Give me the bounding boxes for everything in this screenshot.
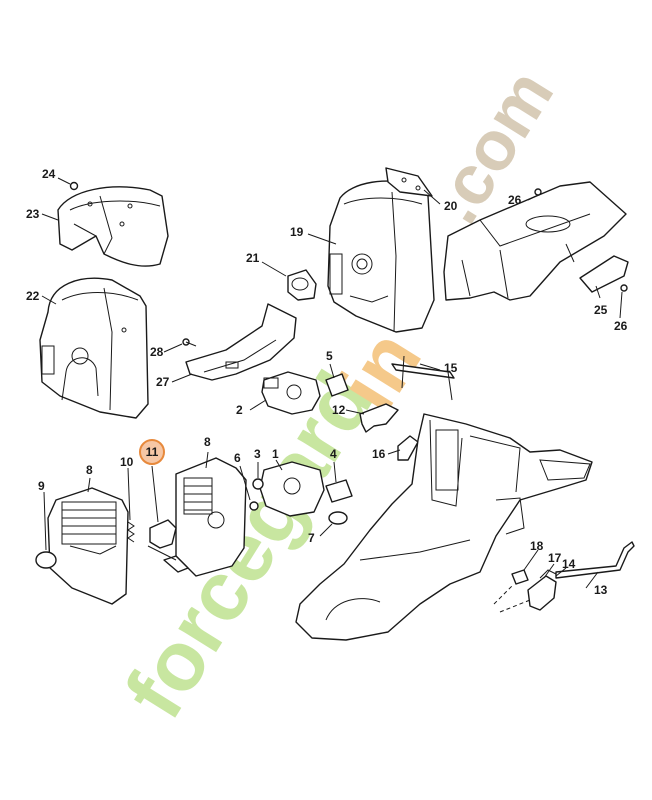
callout-23: 23 bbox=[26, 207, 40, 221]
part-5-sleeve bbox=[325, 373, 349, 397]
part-1-carburetor bbox=[259, 461, 325, 517]
callout-2: 2 bbox=[236, 403, 243, 417]
callout-25: 25 bbox=[594, 303, 608, 317]
callout-5: 5 bbox=[326, 349, 333, 363]
part-housing bbox=[295, 413, 593, 641]
leader-lines bbox=[41, 177, 623, 589]
part-27-baffle bbox=[185, 303, 297, 381]
part-15-trigger bbox=[527, 575, 557, 611]
callout-16: 18 bbox=[530, 539, 544, 553]
part-14-spring bbox=[539, 569, 557, 579]
callout-24: 24 bbox=[42, 167, 56, 181]
callout-28: 28 bbox=[150, 345, 164, 359]
part-24-screw bbox=[69, 181, 79, 191]
callout-18: 16 bbox=[372, 447, 386, 461]
part-17-rod bbox=[391, 355, 455, 401]
callout-22: 22 bbox=[26, 289, 40, 303]
callout-7: 6 bbox=[234, 451, 241, 465]
callout-17: 15 bbox=[444, 361, 458, 375]
assembly-line-16 bbox=[493, 585, 513, 605]
part-handle-top bbox=[443, 181, 627, 301]
part-7-washer bbox=[249, 501, 259, 511]
part-22-cylinder-shroud bbox=[39, 277, 149, 419]
part-9-knob bbox=[35, 551, 57, 569]
part-2-carburetor bbox=[261, 371, 321, 415]
part-3-oring bbox=[252, 478, 264, 490]
watermark: forcegard bbox=[107, 356, 392, 734]
part-4-sleeve bbox=[325, 479, 353, 503]
part-11-choke-lever bbox=[147, 519, 189, 573]
part-26-screws bbox=[534, 188, 628, 292]
part-18-catch bbox=[397, 435, 419, 461]
part-23-top-shroud bbox=[57, 186, 169, 267]
part-13-rod bbox=[555, 541, 635, 579]
part-12-lever bbox=[359, 403, 399, 433]
part-21-knob bbox=[287, 269, 317, 301]
part-19-engine-cover bbox=[327, 180, 435, 333]
callout-11: 11 bbox=[146, 445, 159, 459]
callout-9: 9 bbox=[38, 479, 45, 493]
callout-12: 12 bbox=[332, 403, 346, 417]
highlight-callout-11: 11 bbox=[139, 439, 165, 465]
callout-13: 13 bbox=[594, 583, 608, 597]
callout-21: 21 bbox=[246, 251, 260, 265]
watermark-text-main: forcegard bbox=[107, 356, 392, 734]
part-8-filter-cover bbox=[47, 487, 129, 605]
part-10-spring bbox=[127, 521, 135, 543]
callout-3: 3 bbox=[254, 447, 261, 461]
callout-26-right: 26 bbox=[614, 319, 628, 333]
part-6-ring bbox=[328, 511, 348, 525]
part-20-plate bbox=[385, 167, 433, 197]
callout-4: 4 bbox=[330, 447, 337, 461]
callout-10: 10 bbox=[120, 455, 134, 469]
callout-27: 27 bbox=[156, 375, 170, 389]
callout-6: 7 bbox=[308, 531, 315, 545]
callout-26-top: 26 bbox=[508, 193, 522, 207]
callout-19: 19 bbox=[290, 225, 304, 239]
part-16-pin bbox=[511, 569, 529, 585]
highlight-circle bbox=[139, 439, 165, 465]
callout-14: 14 bbox=[562, 557, 576, 571]
callout-labels: 24 23 22 28 27 21 19 20 26 25 26 5 15 12… bbox=[26, 167, 628, 597]
callout-20: 20 bbox=[444, 199, 458, 213]
part-25-latch bbox=[579, 255, 629, 293]
part-28-screw bbox=[182, 338, 197, 347]
callout-1: 1 bbox=[272, 447, 279, 461]
callout-15: 17 bbox=[548, 551, 562, 565]
assembly-line-15 bbox=[499, 599, 531, 613]
callout-8-left: 8 bbox=[86, 463, 93, 477]
callout-8-center: 8 bbox=[204, 435, 211, 449]
part-8-air-filter bbox=[175, 457, 247, 577]
